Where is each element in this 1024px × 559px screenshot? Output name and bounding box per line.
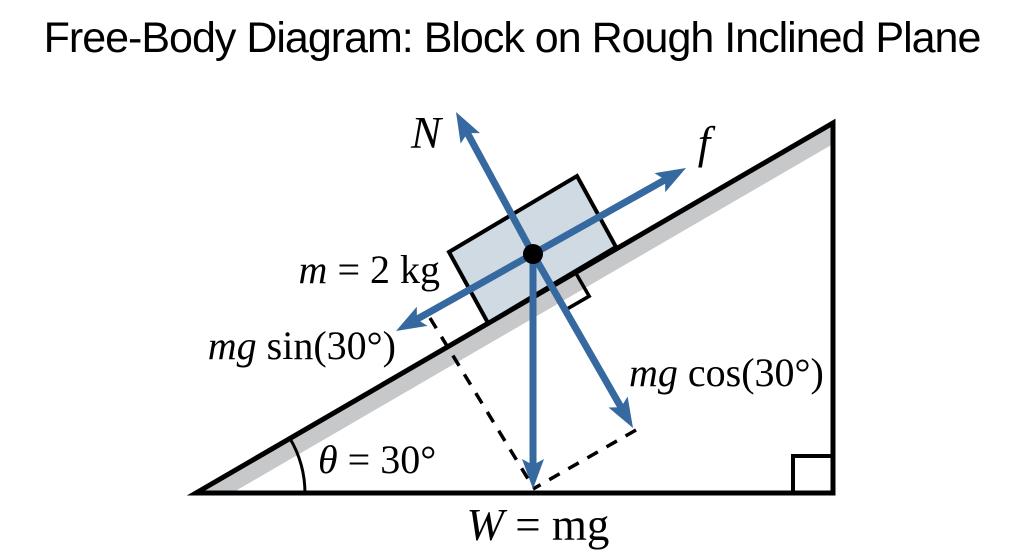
weight-arrow bbox=[522, 254, 544, 489]
normal-force-shaft bbox=[462, 127, 537, 256]
dashed-line-parallel-component bbox=[428, 317, 535, 488]
gravity-perpendicular-shaft bbox=[529, 252, 627, 413]
weight-head bbox=[522, 459, 544, 489]
right-angle-marker-incline bbox=[564, 271, 592, 312]
page-title: Free-Body Diagram: Block on Rough Inclin… bbox=[44, 14, 981, 62]
friction-force-shaft bbox=[531, 174, 671, 258]
friction-force-label: f bbox=[698, 118, 716, 168]
normal-force-head bbox=[456, 112, 480, 144]
gravity-perpendicular-head bbox=[608, 396, 633, 428]
friction-force-arrow bbox=[531, 168, 686, 258]
gravity-parallel-arrow bbox=[396, 250, 535, 331]
right-angle-marker-base bbox=[791, 454, 833, 493]
dashed-line-perpendicular-component bbox=[532, 428, 637, 491]
angle-label: θ = 30° bbox=[318, 437, 436, 482]
normal-force-arrow bbox=[456, 112, 537, 256]
weight-label: W = mg bbox=[467, 500, 610, 550]
mass-label: m = 2 kg bbox=[299, 247, 440, 292]
gravity-perpendicular-label: mg cos(30°) bbox=[629, 350, 824, 395]
gravity-parallel-head bbox=[396, 306, 428, 331]
normal-force-label: N bbox=[410, 108, 444, 158]
gravity-perpendicular-arrow bbox=[529, 252, 633, 428]
gravity-parallel-label: mg sin(30°) bbox=[208, 323, 396, 368]
friction-force-head bbox=[654, 168, 686, 193]
gravity-parallel-shaft bbox=[411, 250, 535, 325]
angle-arc bbox=[288, 437, 307, 494]
center-of-mass-dot bbox=[523, 244, 543, 264]
